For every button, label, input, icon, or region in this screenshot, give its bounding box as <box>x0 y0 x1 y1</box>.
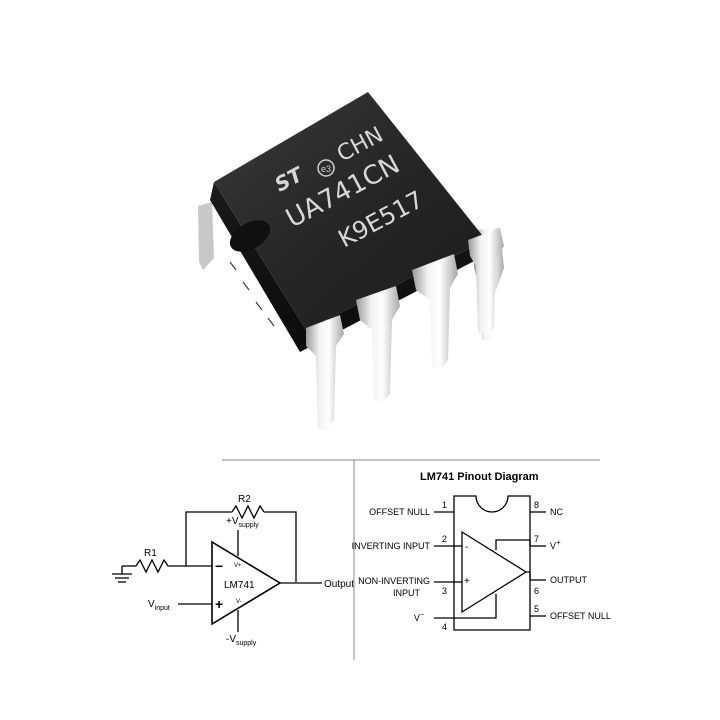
pin3-name-line1: NON-INVERTING <box>358 576 430 586</box>
vsupply-negative-sub: supply <box>236 640 257 647</box>
pin7-name-text: V <box>550 541 556 551</box>
vsupply-positive-text: +V <box>226 516 239 527</box>
pin8-number: 8 <box>534 500 539 510</box>
r1-label: R1 <box>144 548 157 559</box>
pinout-diagram: LM741 Pinout Diagram - + OFFS <box>352 471 611 632</box>
ic-chip-photo: ST e3 CHN UA741CN K9E517 <box>198 92 504 432</box>
chip-front-face <box>210 182 486 352</box>
vinput-text: V <box>148 599 155 610</box>
e3-badge-text: e3 <box>321 164 331 174</box>
inverting-amplifier-circuit <box>112 504 322 632</box>
pin3-number: 3 <box>442 586 447 596</box>
pin7-number: 7 <box>534 534 539 544</box>
pin6-number: 6 <box>534 586 539 596</box>
vminus-pin-label: V- <box>236 599 242 605</box>
pin4-name-sup: − <box>420 612 424 619</box>
minus-input-sign: − <box>215 558 223 574</box>
r2-resistor <box>231 504 265 520</box>
pin5-number: 5 <box>534 604 539 614</box>
e3-badge: e3 <box>317 159 335 177</box>
opamp-label: LM741 <box>224 580 255 591</box>
pinout-minus-sign: - <box>465 542 468 553</box>
ground-icon <box>112 566 132 583</box>
r1-resistor <box>135 558 169 574</box>
circuit-labels: R2 R1 − + V+ V- LM741 +Vsupply -Vsupply … <box>144 494 354 647</box>
pin3-name-line2: INPUT <box>393 588 421 598</box>
chip-notch <box>229 220 271 252</box>
vsupply-positive-sub: supply <box>239 522 260 529</box>
pin2-number: 2 <box>442 534 447 544</box>
pinout-title: LM741 Pinout Diagram <box>420 471 539 483</box>
vplus-pin-label: V+ <box>234 563 242 569</box>
pin7-name: V+ <box>550 538 561 551</box>
pin5-name: OFFSET NULL <box>550 611 611 621</box>
vsupply-positive-label: +Vsupply <box>226 516 259 529</box>
pin1-name: OFFSET NULL <box>369 507 430 517</box>
opamp-triangle <box>211 540 282 626</box>
pin4-name-text: V <box>414 613 420 623</box>
pin1-number: 1 <box>442 500 447 510</box>
chip-side-ribs <box>229 261 275 327</box>
pin6-name: OUTPUT <box>550 575 588 585</box>
pin8-name: NC <box>550 507 563 517</box>
pin4-name: V− <box>414 612 424 623</box>
vsupply-negative-text: -V <box>226 634 236 645</box>
r2-label: R2 <box>238 494 251 505</box>
pinout-opamp-triangle <box>461 530 528 614</box>
plus-input-sign: + <box>215 596 223 612</box>
vinput-label: Vinput <box>148 599 170 612</box>
vsupply-negative-label: -Vsupply <box>226 634 257 647</box>
output-label: Output <box>324 579 354 590</box>
front-pins <box>306 228 504 432</box>
dip-package-outline <box>453 495 531 631</box>
vinput-sub: input <box>155 605 170 612</box>
pin4-number: 4 <box>442 622 447 632</box>
pinout-plus-sign: + <box>464 576 470 587</box>
pin2-name: INVERTING INPUT <box>352 541 431 551</box>
pin7-name-sup: + <box>556 538 561 547</box>
